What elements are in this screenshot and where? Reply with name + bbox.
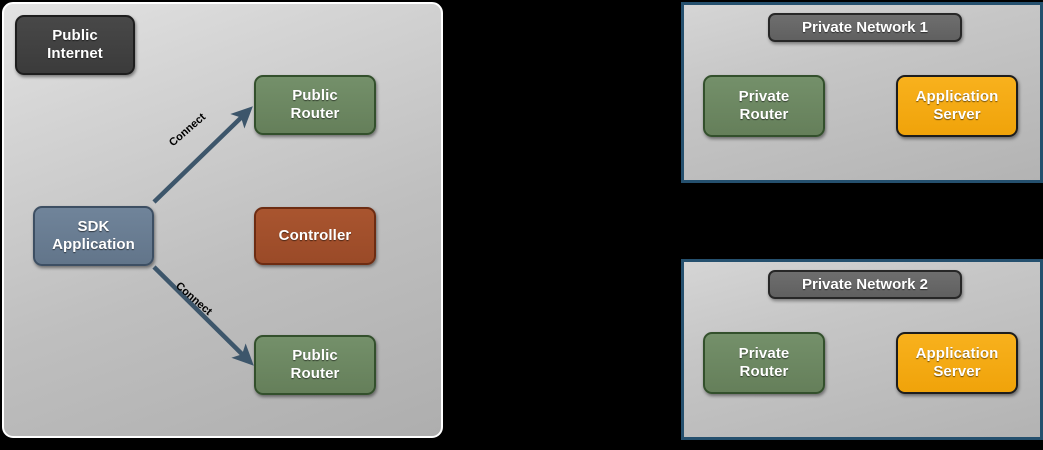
controller-node[interactable]: Controller (254, 207, 376, 265)
application-server-1-node[interactable]: Application Server (896, 75, 1018, 137)
private-router-1-node[interactable]: Private Router (703, 75, 825, 137)
private-network-1-panel: Private Network 1 Private Router Applica… (681, 2, 1043, 183)
private-network-2-panel: Private Network 2 Private Router Applica… (681, 259, 1043, 440)
public-internet-badge: Public Internet (15, 15, 135, 75)
edge-label-connect-bottom: Connect (173, 280, 215, 318)
application-server-2-node[interactable]: Application Server (896, 332, 1018, 394)
public-router-top-node[interactable]: Public Router (254, 75, 376, 135)
private-network-2-title-badge: Private Network 2 (768, 270, 962, 299)
sdk-application-node[interactable]: SDK Application (33, 206, 154, 266)
private-network-1-title-badge: Private Network 1 (768, 13, 962, 42)
public-internet-zone-panel: Public Internet Public Router Controller… (2, 2, 443, 438)
edge-label-connect-top: Connect (167, 111, 209, 150)
public-router-bottom-node[interactable]: Public Router (254, 335, 376, 395)
private-router-2-node[interactable]: Private Router (703, 332, 825, 394)
